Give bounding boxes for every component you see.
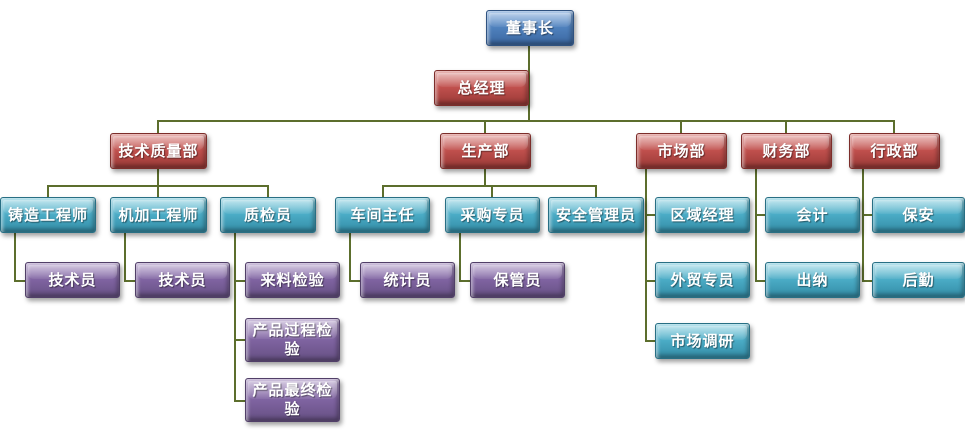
org-node-casting-engineer: 铸造工程师 <box>0 197 96 233</box>
connector-line <box>382 185 597 187</box>
org-node-technician-casting: 技术员 <box>25 262 120 298</box>
org-node-security: 保安 <box>872 197 965 233</box>
org-node-warehouse-keeper: 保管员 <box>470 262 565 298</box>
connector-line <box>528 46 530 120</box>
org-node-label: 产品过程检验 <box>252 321 333 358</box>
org-node-label: 总经理 <box>457 78 506 97</box>
connector-line <box>893 120 895 133</box>
connector-line <box>645 280 655 282</box>
org-node-dept-tech-quality: 技术质量部 <box>110 133 207 169</box>
org-node-label: 财务部 <box>762 141 811 160</box>
org-node-label: 铸造工程师 <box>7 205 88 224</box>
connector-line <box>680 120 682 133</box>
connector-line <box>349 280 360 282</box>
connector-line <box>862 280 872 282</box>
connector-line <box>157 120 159 133</box>
connector-line <box>484 169 486 185</box>
org-node-label: 市场调研 <box>670 331 735 350</box>
connector-line <box>124 280 135 282</box>
org-node-statistician: 统计员 <box>360 262 455 298</box>
org-node-chairman: 董事长 <box>486 10 574 46</box>
connector-line <box>491 185 493 197</box>
org-node-safety-manager: 安全管理员 <box>548 197 644 233</box>
connector-line <box>862 214 872 216</box>
org-node-cashier: 出纳 <box>765 262 860 298</box>
connector-line <box>14 233 16 282</box>
connector-line <box>755 280 765 282</box>
connector-line <box>157 185 159 197</box>
org-node-workshop-director: 车间主任 <box>335 197 430 233</box>
connector-line <box>234 339 245 341</box>
org-node-label: 来料检验 <box>260 270 325 289</box>
org-node-label: 机加工程师 <box>118 205 199 224</box>
org-node-label: 区域经理 <box>670 205 735 224</box>
org-node-label: 技术质量部 <box>118 141 199 160</box>
org-node-dept-production: 生产部 <box>440 133 531 169</box>
connector-line <box>459 280 470 282</box>
org-node-market-research: 市场调研 <box>655 323 750 359</box>
connector-line <box>645 169 647 342</box>
connector-line <box>234 280 245 282</box>
connector-line <box>484 120 486 133</box>
connector-line <box>382 185 384 197</box>
org-node-label: 保管员 <box>493 270 542 289</box>
org-node-label: 出纳 <box>796 270 829 289</box>
connector-line <box>234 233 236 402</box>
org-node-foreign-trade: 外贸专员 <box>655 262 750 298</box>
org-node-label: 保安 <box>902 205 935 224</box>
connector-line <box>755 214 765 216</box>
org-node-technician-machining: 技术员 <box>135 262 230 298</box>
org-node-final-inspection: 产品最终检验 <box>245 378 340 422</box>
org-node-machining-engineer: 机加工程师 <box>110 197 207 233</box>
org-node-label: 质检员 <box>243 205 292 224</box>
org-node-label: 安全管理员 <box>555 205 636 224</box>
org-node-label: 技术员 <box>48 270 97 289</box>
org-node-process-inspection: 产品过程检验 <box>245 318 340 362</box>
org-node-general-manager: 总经理 <box>434 70 529 106</box>
connector-line <box>267 185 269 197</box>
org-node-label: 车间主任 <box>350 205 415 224</box>
org-node-label: 统计员 <box>383 270 432 289</box>
connector-line <box>124 233 126 282</box>
connector-line <box>862 169 864 282</box>
connector-line <box>645 340 655 342</box>
org-node-logistics: 后勤 <box>872 262 965 298</box>
connector-line <box>645 214 655 216</box>
connector-line <box>349 233 351 282</box>
connector-line <box>157 120 895 122</box>
connector-line <box>595 185 597 197</box>
org-node-dept-market: 市场部 <box>636 133 727 169</box>
org-node-dept-finance: 财务部 <box>741 133 832 169</box>
connector-line <box>157 169 159 185</box>
org-node-incoming-inspection: 来料检验 <box>245 262 340 298</box>
connector-line <box>785 120 787 133</box>
connector-line <box>234 400 245 402</box>
org-node-label: 产品最终检验 <box>252 381 333 418</box>
org-node-label: 市场部 <box>657 141 706 160</box>
org-node-label: 技术员 <box>158 270 207 289</box>
org-node-label: 董事长 <box>505 18 554 37</box>
org-node-label: 会计 <box>796 205 829 224</box>
org-node-label: 外贸专员 <box>670 270 735 289</box>
org-node-label: 行政部 <box>870 141 919 160</box>
org-node-label: 生产部 <box>461 141 510 160</box>
org-node-procurement: 采购专员 <box>445 197 540 233</box>
connector-line <box>755 169 757 282</box>
connector-line <box>459 233 461 282</box>
org-node-dept-admin: 行政部 <box>849 133 940 169</box>
connector-line <box>47 185 49 197</box>
org-node-accountant: 会计 <box>765 197 860 233</box>
org-node-qc-inspector: 质检员 <box>220 197 316 233</box>
org-node-label: 后勤 <box>902 270 935 289</box>
org-node-regional-manager: 区域经理 <box>655 197 750 233</box>
org-node-label: 采购专员 <box>460 205 525 224</box>
connector-line <box>14 280 25 282</box>
